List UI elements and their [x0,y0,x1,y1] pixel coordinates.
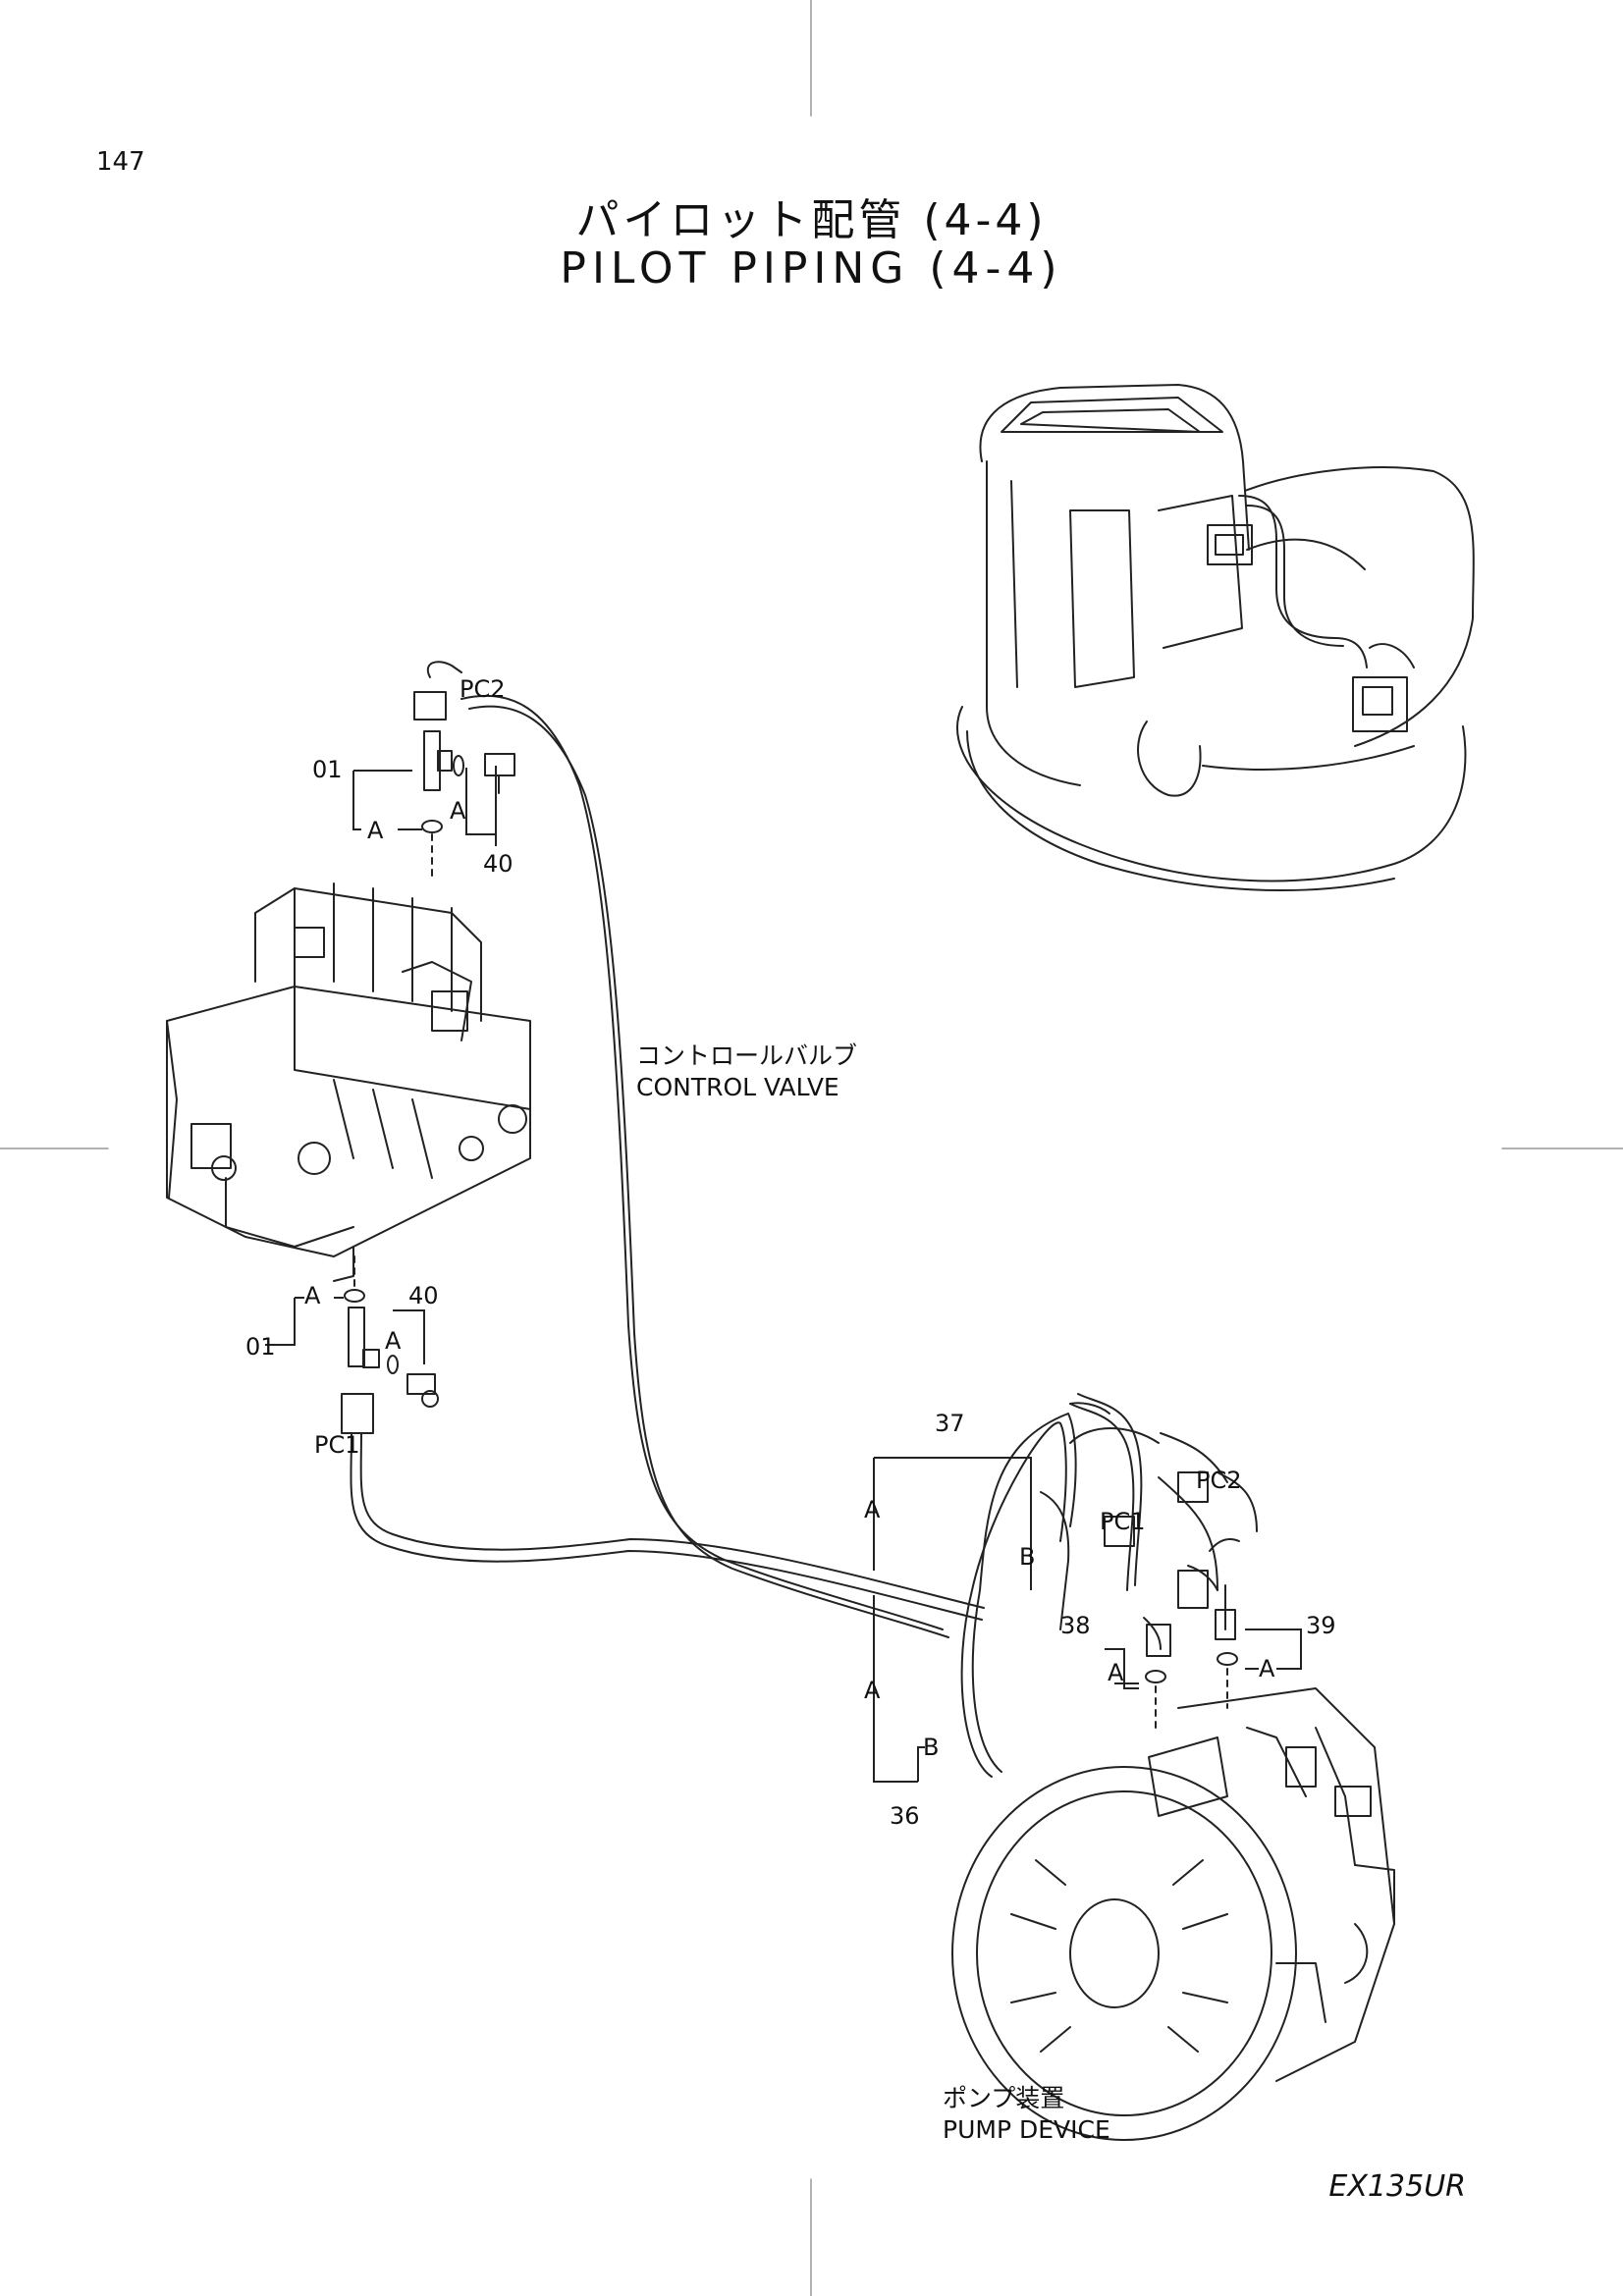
callout-37: 37 [935,1410,965,1437]
callout-a-top-1: A [367,817,384,844]
model-number: EX135UR [1328,2169,1466,2204]
page-title-jp: パイロット配管 (4-4) [575,195,1048,245]
pump-device [951,1687,1395,2141]
label-control-valve-jp: コントロールバルブ [636,1041,858,1070]
control-valve [166,882,531,1282]
callout-38: 38 [1060,1612,1091,1639]
pilot-hoses [350,694,1218,1778]
callout-01-top: 01 [312,756,343,783]
excavator-overview [956,384,1475,891]
callout-40-top: 40 [483,850,514,878]
callout-a-top-2: A [450,797,466,825]
callout-40-bottom: 40 [408,1282,439,1309]
callout-a-39: A [1259,1655,1275,1682]
callout-pc2-right: PC2 [1196,1467,1242,1494]
callout-a-37-2: A [864,1677,881,1704]
callout-39: 39 [1306,1612,1336,1639]
callout-b-36: B [923,1734,940,1761]
label-pump-device-jp: ポンプ装置 [943,2084,1065,2112]
callout-pc1-right: PC1 [1100,1508,1146,1535]
page-number: 147 [96,147,145,177]
callout-36: 36 [890,1802,920,1830]
callout-a-bottom-2: A [385,1327,402,1355]
label-pump-device-en: PUMP DEVICE [943,2115,1110,2144]
callout-a-37-1: A [864,1496,881,1523]
pump-side-fittings [1069,1402,1258,1729]
callout-b-37: B [1019,1543,1036,1571]
callout-01-bottom: 01 [245,1333,276,1361]
label-control-valve-en: CONTROL VALVE [636,1073,839,1101]
callout-lines [265,766,1302,1783]
top-fittings [413,661,515,880]
bottom-fittings [341,1255,439,1434]
callout-pc2-top: PC2 [460,675,506,703]
callout-a-38: A [1108,1659,1124,1686]
callout-pc1-left: PC1 [314,1431,360,1459]
page-title-en: PILOT PIPING (4-4) [560,243,1063,294]
callout-a-bottom-1: A [304,1282,321,1309]
